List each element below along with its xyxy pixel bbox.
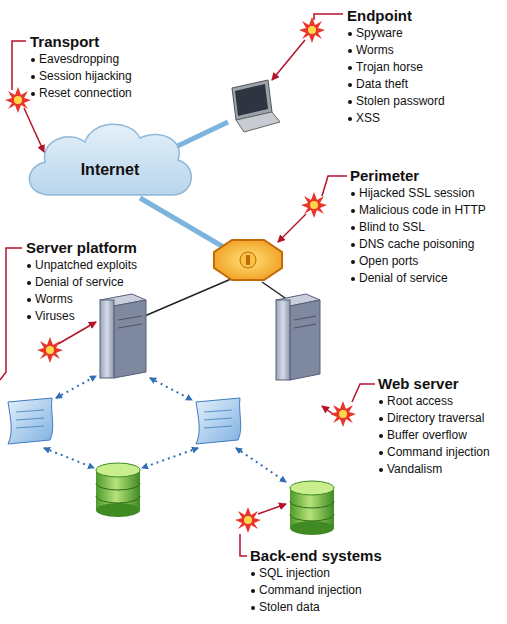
bullet-text: Command injection — [259, 583, 362, 597]
bullet-item: XSS — [347, 110, 445, 127]
bullet-text: Data theft — [356, 77, 408, 91]
bullet-text: Malicious code in HTTP — [359, 203, 486, 217]
bullet-item: Open ports — [350, 253, 486, 270]
perimeter-threats: PerimeterHijacked SSL sessionMalicious c… — [350, 166, 486, 287]
bullet-text: Spyware — [356, 26, 403, 40]
bullet-item: Hijacked SSL session — [350, 185, 486, 202]
bullet-text: Blind to SSL — [359, 220, 425, 234]
bullet-dot — [351, 243, 355, 247]
bullet-dot — [351, 209, 355, 213]
bullet-dot — [348, 49, 352, 53]
bullet-item: Denial of service — [26, 274, 137, 291]
server-platform-threats: Server platformUnpatched exploitsDenial … — [26, 238, 137, 325]
bullet-item: Stolen password — [347, 93, 445, 110]
bullet-item: Session hijacking — [30, 68, 132, 85]
bullet-text: Open ports — [359, 254, 418, 268]
bullet-text: Reset connection — [39, 86, 132, 100]
bullet-text: Root access — [387, 394, 453, 408]
bullet-text: Trojan horse — [356, 60, 423, 74]
group-heading: Endpoint — [347, 6, 445, 25]
bullet-item: Command injection — [250, 582, 382, 599]
bullet-text: Viruses — [35, 309, 75, 323]
bullet-item: Eavesdropping — [30, 51, 132, 68]
bullet-dot — [351, 226, 355, 230]
bullet-item: SQL injection — [250, 565, 382, 582]
bullet-item: Vandalism — [378, 461, 490, 478]
bullet-text: Stolen data — [259, 600, 320, 614]
bullet-text: Buffer overflow — [387, 428, 467, 442]
bullet-item: Spyware — [347, 25, 445, 42]
bullet-item: DNS cache poisoning — [350, 236, 486, 253]
bullet-item: Viruses — [26, 308, 137, 325]
cloud-node: Internet — [77, 159, 144, 181]
bullet-dot — [348, 83, 352, 87]
bullet-item: Unpatched exploits — [26, 257, 137, 274]
bullet-text: Eavesdropping — [39, 52, 119, 66]
bullet-item: Malicious code in HTTP — [350, 202, 486, 219]
bullet-dot — [251, 589, 255, 593]
bullet-dot — [351, 260, 355, 264]
bullet-item: Data theft — [347, 76, 445, 93]
bullet-text: Unpatched exploits — [35, 258, 137, 272]
bullet-dot — [348, 32, 352, 36]
group-heading: Perimeter — [350, 166, 486, 185]
bullet-dot — [379, 400, 383, 404]
group-heading: Web server — [378, 374, 490, 393]
bullet-dot — [379, 451, 383, 455]
bullet-text: Worms — [356, 43, 394, 57]
bullet-dot — [379, 417, 383, 421]
bullet-text: Directory traversal — [387, 411, 484, 425]
bullet-item: Blind to SSL — [350, 219, 486, 236]
bullet-item: Root access — [378, 393, 490, 410]
bullet-item: Reset connection — [30, 85, 132, 102]
bullet-dot — [379, 434, 383, 438]
bullet-text: SQL injection — [259, 566, 330, 580]
bullet-text: Stolen password — [356, 94, 445, 108]
bullet-item: Command injection — [378, 444, 490, 461]
bullet-dot — [251, 572, 255, 576]
bullet-item: Directory traversal — [378, 410, 490, 427]
bullet-dot — [31, 75, 35, 79]
bullet-text: Hijacked SSL session — [359, 186, 475, 200]
web-server-threats: Web serverRoot accessDirectory traversal… — [378, 374, 490, 478]
group-heading: Back-end systems — [250, 546, 382, 565]
bullet-text: Worms — [35, 292, 73, 306]
bullet-dot — [31, 58, 35, 62]
bullet-item: Buffer overflow — [378, 427, 490, 444]
bullet-item: Stolen data — [250, 599, 382, 616]
bullet-text: Session hijacking — [39, 69, 132, 83]
bullet-dot — [27, 315, 31, 319]
endpoint-threats: EndpointSpywareWormsTrojan horseData the… — [347, 6, 445, 127]
bullet-dot — [27, 264, 31, 268]
bullet-dot — [27, 281, 31, 285]
bullet-item: Trojan horse — [347, 59, 445, 76]
group-heading: Transport — [30, 32, 132, 51]
bullet-dot — [351, 192, 355, 196]
cloud-label: Internet — [81, 161, 140, 179]
bullet-dot — [379, 468, 383, 472]
transport-threats: TransportEavesdroppingSession hijackingR… — [30, 32, 132, 102]
back-end-threats: Back-end systemsSQL injectionCommand inj… — [250, 546, 382, 616]
bullet-text: Denial of service — [359, 271, 448, 285]
bullet-item: Denial of service — [350, 270, 486, 287]
bullet-dot — [31, 92, 35, 96]
bullet-item: Worms — [347, 42, 445, 59]
bullet-dot — [351, 277, 355, 281]
bullet-text: Vandalism — [387, 462, 442, 476]
bullet-text: Denial of service — [35, 275, 124, 289]
bullet-dot — [27, 298, 31, 302]
bullet-dot — [348, 117, 352, 121]
group-heading: Server platform — [26, 238, 137, 257]
bullet-dot — [348, 100, 352, 104]
bullet-dot — [348, 66, 352, 70]
bullet-dot — [251, 606, 255, 610]
bullet-item: Worms — [26, 291, 137, 308]
bullet-text: Command injection — [387, 445, 490, 459]
bullet-text: DNS cache poisoning — [359, 237, 474, 251]
bullet-text: XSS — [356, 111, 380, 125]
